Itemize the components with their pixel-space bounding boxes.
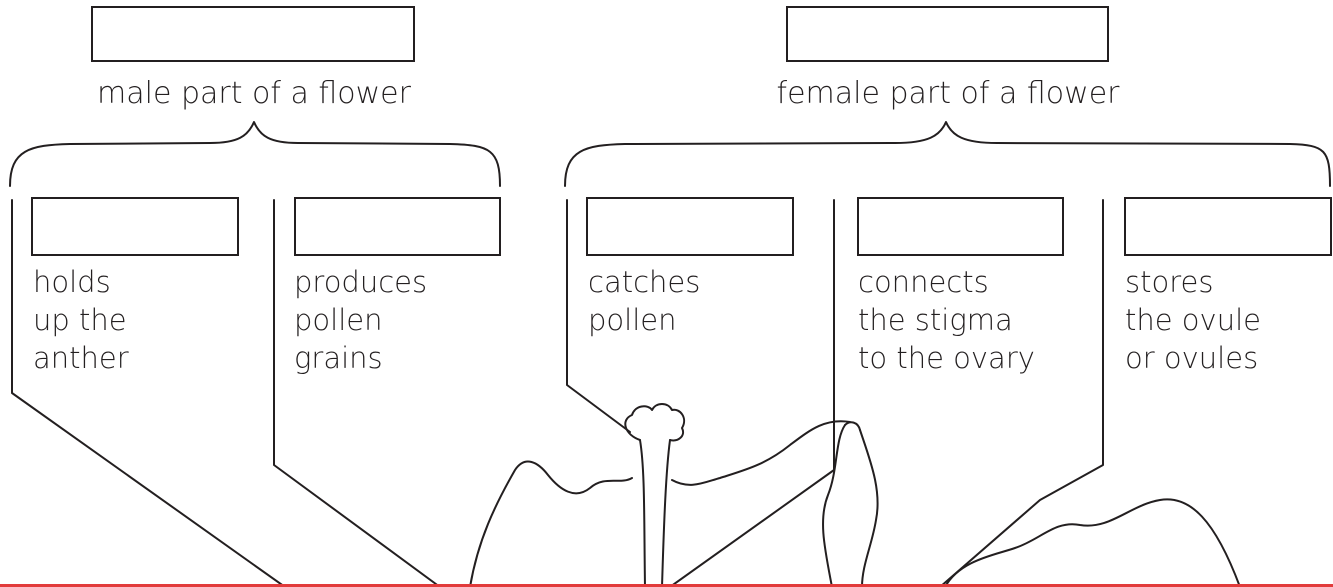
description-line: the stigma	[858, 303, 1013, 337]
style-leader-line	[669, 199, 835, 587]
description-line: connects	[858, 265, 989, 299]
description-line: produces	[294, 265, 428, 299]
description-line: catches	[588, 265, 701, 299]
description-line: grains	[294, 341, 383, 375]
stigma-leader-line	[566, 199, 631, 433]
style-left-outline	[639, 439, 646, 587]
anther-leader-line	[273, 199, 441, 587]
ovary-leader-line	[939, 199, 1104, 587]
description-line: pollen	[294, 303, 383, 337]
filament-description: holds up the anther	[33, 263, 129, 377]
anther-description: produces pollen grains	[294, 263, 427, 377]
description-line: or ovules	[1125, 341, 1259, 375]
petal-top-outline	[671, 420, 851, 486]
petal-lower-outline	[944, 498, 1241, 587]
bottom-divider	[0, 584, 1333, 587]
stigma-outline	[624, 403, 686, 442]
style-right-outline	[661, 439, 671, 587]
style-description: connects the stigma to the ovary	[858, 263, 1035, 377]
description-line: to the ovary	[858, 341, 1035, 375]
male-brace	[9, 121, 501, 187]
description-line: pollen	[588, 303, 677, 337]
petal-right-curl	[844, 421, 861, 431]
description-line: the ovule	[1125, 303, 1261, 337]
female-caption: female part of a flower	[776, 76, 1120, 111]
female-answer-box[interactable]	[786, 6, 1109, 62]
description-line: up the	[33, 303, 127, 337]
male-caption: male part of a flower	[97, 76, 411, 111]
male-answer-box[interactable]	[91, 6, 415, 62]
stigma-description: catches pollen	[588, 263, 700, 339]
ovary-answer-box[interactable]	[1124, 197, 1332, 256]
anther-answer-box[interactable]	[294, 197, 501, 256]
petal-right-inner-outline	[822, 424, 846, 587]
petal-left-outline	[469, 460, 633, 587]
ovary-description: stores the ovule or ovules	[1125, 263, 1261, 377]
description-line: holds	[33, 265, 111, 299]
filament-answer-box[interactable]	[31, 197, 239, 256]
female-brace	[564, 121, 1331, 187]
filament-leader-line	[11, 199, 286, 587]
petal-right-outline	[859, 429, 879, 587]
stigma-answer-box[interactable]	[586, 197, 794, 256]
description-line: stores	[1125, 265, 1214, 299]
description-line: anther	[33, 341, 129, 375]
style-answer-box[interactable]	[857, 197, 1064, 256]
